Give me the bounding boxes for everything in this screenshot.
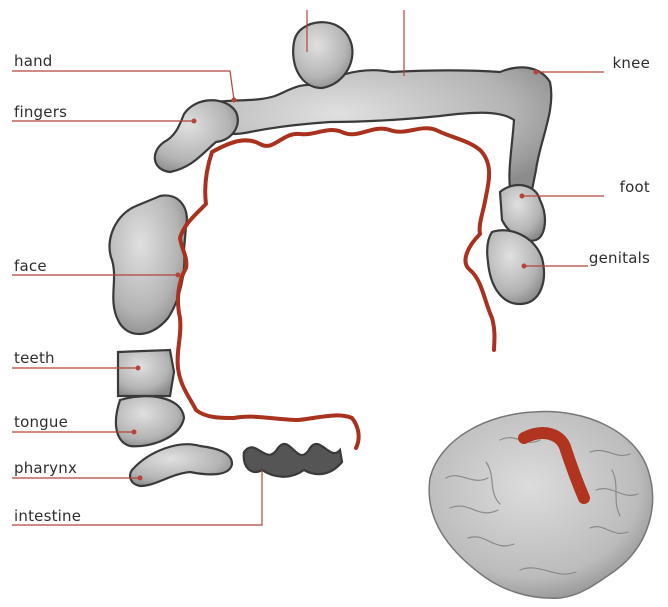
leader-hand — [12, 71, 234, 100]
dot-knee — [534, 70, 539, 75]
dot-genitals — [522, 264, 527, 269]
dot-tongue — [132, 430, 137, 435]
dot-face — [176, 273, 181, 278]
pharynx-shape — [130, 444, 232, 486]
dot-teeth — [136, 366, 141, 371]
dot-foot — [520, 194, 525, 199]
brain-shape — [429, 412, 652, 599]
hand-shape — [155, 100, 238, 172]
teeth-shape — [118, 350, 174, 396]
brain-illustration — [429, 412, 652, 599]
label-teeth: teeth — [14, 349, 55, 367]
dot-hand — [232, 98, 237, 103]
intestine-shape — [244, 444, 342, 477]
arm-trunk — [198, 67, 551, 200]
cortex-outline — [178, 128, 495, 448]
label-pharynx: pharynx — [14, 459, 77, 477]
label-knee: knee — [613, 54, 650, 72]
label-foot: foot — [620, 178, 650, 196]
dot-pharynx — [138, 476, 143, 481]
label-tongue: tongue — [14, 413, 68, 431]
label-face: face — [14, 257, 47, 275]
label-fingers: fingers — [14, 103, 67, 121]
tongue-shape — [116, 396, 184, 446]
genitals-shape — [487, 230, 544, 304]
dot-fingers — [192, 119, 197, 124]
label-intestine: intestine — [14, 507, 81, 525]
label-hand: hand — [14, 52, 53, 70]
label-genitals: genitals — [589, 249, 650, 267]
face-shape — [109, 195, 186, 334]
